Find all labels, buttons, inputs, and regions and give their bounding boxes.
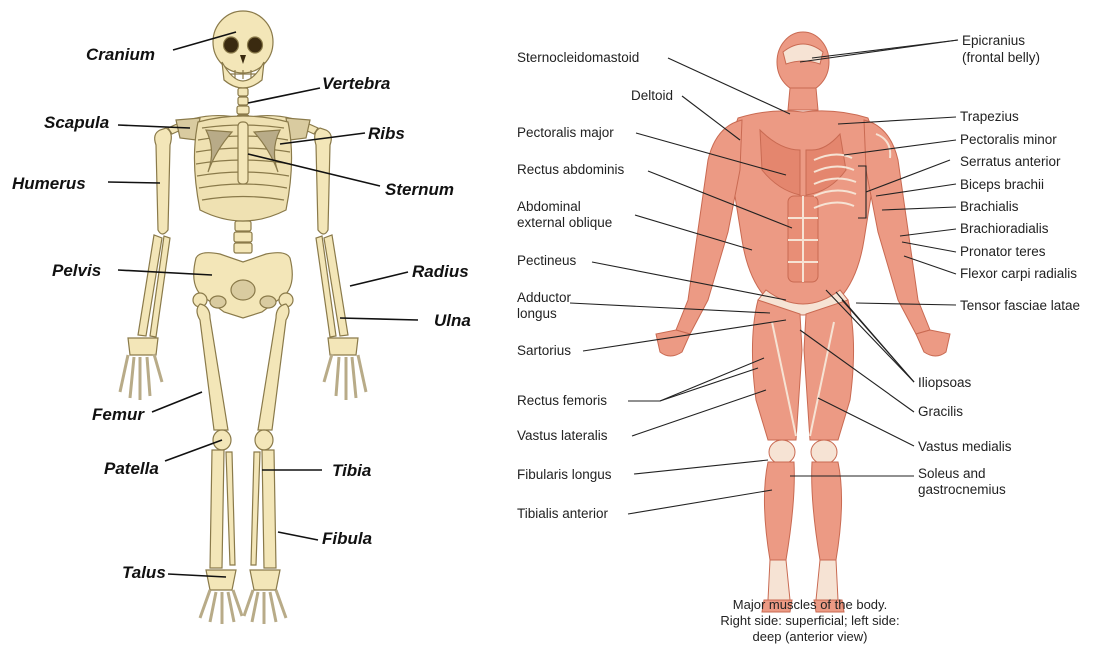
muscle-labels-left: Sternocleidomastoid Deltoid Pectoralis m… bbox=[517, 50, 673, 521]
label-patella: Patella bbox=[104, 459, 159, 478]
label-fibularis-longus: Fibularis longus bbox=[517, 467, 612, 482]
pelvis-bone bbox=[194, 253, 293, 318]
label-rectus-femoris: Rectus femoris bbox=[517, 393, 607, 408]
left-leg-bones bbox=[193, 293, 242, 624]
caption-line3: deep (anterior view) bbox=[753, 629, 868, 644]
caption-line1: Major muscles of the body. bbox=[733, 597, 887, 612]
label-pronator-teres: Pronator teres bbox=[960, 244, 1046, 259]
label-flexor-carpi-radialis: Flexor carpi radialis bbox=[960, 266, 1077, 281]
label-soleus-line1: Soleus and bbox=[918, 466, 986, 481]
label-vastus-lateralis: Vastus lateralis bbox=[517, 428, 608, 443]
label-cranium: Cranium bbox=[86, 45, 155, 64]
label-talus: Talus bbox=[122, 563, 166, 582]
left-arm-bones bbox=[120, 128, 171, 400]
label-tibialis-anterior: Tibialis anterior bbox=[517, 506, 609, 521]
muscle-labels-right: Epicranius (frontal belly) Trapezius Pec… bbox=[918, 33, 1080, 497]
label-deltoid: Deltoid bbox=[631, 88, 673, 103]
label-sternum: Sternum bbox=[385, 180, 454, 199]
label-tensor-fasciae-latae: Tensor fasciae latae bbox=[960, 298, 1080, 313]
label-radius: Radius bbox=[412, 262, 469, 281]
label-brachialis: Brachialis bbox=[960, 199, 1019, 214]
label-pectoralis-major: Pectoralis major bbox=[517, 125, 614, 140]
label-vastus-medialis: Vastus medialis bbox=[918, 439, 1012, 454]
label-biceps-brachii: Biceps brachii bbox=[960, 177, 1044, 192]
label-pelvis: Pelvis bbox=[52, 261, 101, 280]
label-scapula: Scapula bbox=[44, 113, 109, 132]
skull bbox=[213, 11, 273, 88]
label-pectineus: Pectineus bbox=[517, 253, 577, 268]
right-arm-bones bbox=[315, 128, 366, 400]
rib-cage bbox=[194, 116, 291, 221]
label-iliopsoas: Iliopsoas bbox=[918, 375, 972, 390]
label-serratus-anterior: Serratus anterior bbox=[960, 154, 1061, 169]
figure-caption: Major muscles of the body. Right side: s… bbox=[720, 597, 899, 644]
label-ribs: Ribs bbox=[368, 124, 405, 143]
label-rectus-abdominis: Rectus abdominis bbox=[517, 162, 625, 177]
label-abdominal-line2: external oblique bbox=[517, 215, 612, 230]
label-epicranius-line2: (frontal belly) bbox=[962, 50, 1040, 65]
label-pectoralis-minor: Pectoralis minor bbox=[960, 132, 1057, 147]
label-tibia: Tibia bbox=[332, 461, 371, 480]
label-vertebra: Vertebra bbox=[322, 74, 390, 93]
label-brachioradialis: Brachioradialis bbox=[960, 221, 1049, 236]
label-gracilis: Gracilis bbox=[918, 404, 963, 419]
label-abdominal-line1: Abdominal bbox=[517, 199, 581, 214]
label-humerus: Humerus bbox=[12, 174, 86, 193]
label-adductor-line2: longus bbox=[517, 306, 557, 321]
label-femur: Femur bbox=[92, 405, 145, 424]
caption-line2: Right side: superficial; left side: bbox=[720, 613, 899, 628]
label-sartorius: Sartorius bbox=[517, 343, 571, 358]
muscle-figure bbox=[656, 32, 950, 612]
label-sternocleidomastoid: Sternocleidomastoid bbox=[517, 50, 639, 65]
label-adductor-line1: Adductor bbox=[517, 290, 572, 305]
label-fibula: Fibula bbox=[322, 529, 372, 548]
label-trapezius: Trapezius bbox=[960, 109, 1019, 124]
right-leg-bones bbox=[244, 293, 293, 624]
label-epicranius-line1: Epicranius bbox=[962, 33, 1025, 48]
label-soleus-line2: gastrocnemius bbox=[918, 482, 1006, 497]
label-ulna: Ulna bbox=[434, 311, 471, 330]
